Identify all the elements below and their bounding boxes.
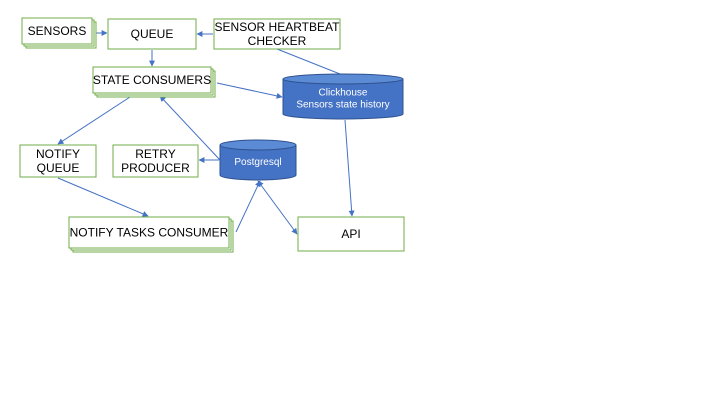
state-consumers-to-notify-queue-arrow	[57, 96, 131, 145]
postgresql-cylinder-top	[219, 139, 297, 151]
queue-box: QUEUE	[107, 18, 197, 50]
state-consumers-label-line-1: STATE CONSUMERS	[93, 73, 211, 87]
postgresql-api-link-arrow	[257, 180, 298, 235]
postgresql-database: Postgresql	[219, 139, 297, 181]
heartbeat-label-line-1: SENSOR HEARTBEAT	[215, 20, 341, 34]
notify-tasks-consumer-box: NOTIFY TASKS CONSUMER	[68, 216, 234, 253]
api-box: API	[297, 216, 405, 252]
queue-frame	[107, 18, 197, 50]
notify-tasks-consumer-to-postgresql-arrow	[235, 180, 261, 233]
heartbeat-label-line-2: CHECKER	[248, 34, 307, 48]
notify-queue-label-line-2: QUEUE	[37, 161, 80, 175]
clickhouse-cylinder-body	[282, 79, 404, 120]
sensors-box: SENSORS	[21, 17, 97, 49]
state-consumers-frame	[92, 66, 212, 94]
api-frame	[297, 216, 405, 252]
api-label-line-1: API	[341, 227, 360, 241]
heartbeat-from-clickhouse-arrow	[276, 48, 341, 75]
state-consumers-to-clickhouse-arrow	[216, 82, 283, 99]
clickhouse-cylinder-top	[282, 73, 404, 85]
queue-label-line-1: QUEUE	[131, 27, 174, 41]
retry-producer-frame	[112, 144, 199, 178]
heartbeat-frame	[213, 18, 341, 50]
retry-producer-label-line-2: PRODUCER	[121, 161, 190, 175]
notify-queue-to-notify-tasks-consumer-arrow	[57, 177, 149, 217]
postgresql-cylinder-body	[219, 145, 297, 181]
notify-tasks-consumer-frame	[68, 216, 230, 249]
clickhouse-label-line-2: Sensors state history	[296, 100, 389, 111]
sensors-frame	[21, 17, 93, 45]
sensors-label-line-1: SENSORS	[28, 24, 87, 38]
notify-tasks-consumer-label-line-1: NOTIFY TASKS CONSUMER	[70, 226, 229, 240]
state-consumers-box: STATE CONSUMERS	[92, 66, 216, 98]
clickhouse-label-line-1: Clickhouse	[319, 88, 368, 99]
postgresql-label-line-1: Postgresql	[234, 157, 281, 168]
clickhouse-to-api-arrow	[344, 119, 355, 217]
notify-queue-frame	[19, 144, 97, 178]
notify-queue-label-line-1: NOTIFY	[36, 147, 80, 161]
postgresql-to-state-consumers-arrow	[159, 95, 221, 161]
retry-producer-label-line-1: RETRY	[135, 147, 175, 161]
